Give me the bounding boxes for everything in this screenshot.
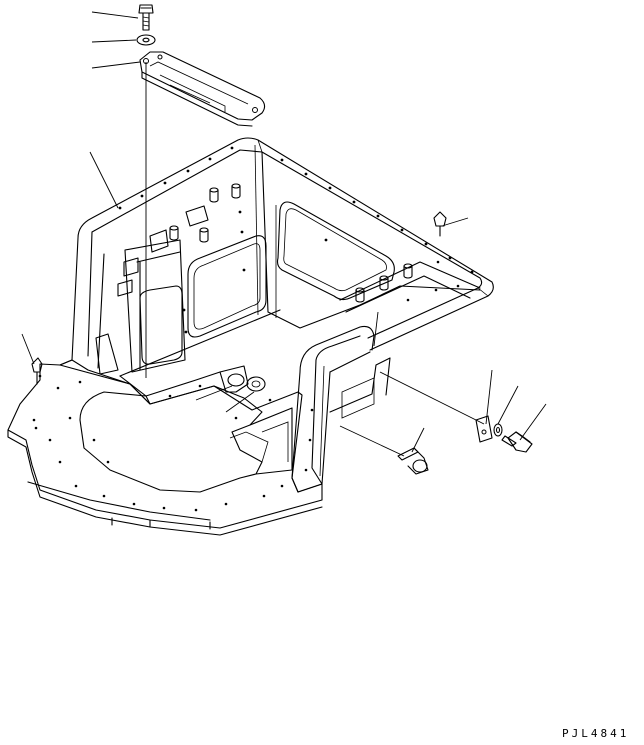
drawing-code-label: PJL4841 xyxy=(562,727,630,740)
top-washer xyxy=(136,34,156,46)
right-top-bolt xyxy=(433,211,447,237)
floor-plate xyxy=(7,359,323,536)
left-bolt xyxy=(31,357,43,385)
small-bracket xyxy=(475,415,493,443)
cab-frame xyxy=(59,137,494,493)
leader-lines xyxy=(21,11,547,457)
bracket-plate xyxy=(139,51,266,127)
right-bolt xyxy=(501,431,533,453)
right-washer xyxy=(493,423,503,437)
top-bolt xyxy=(138,4,154,31)
front-bolt xyxy=(397,447,429,475)
mounting-holes xyxy=(32,146,474,512)
